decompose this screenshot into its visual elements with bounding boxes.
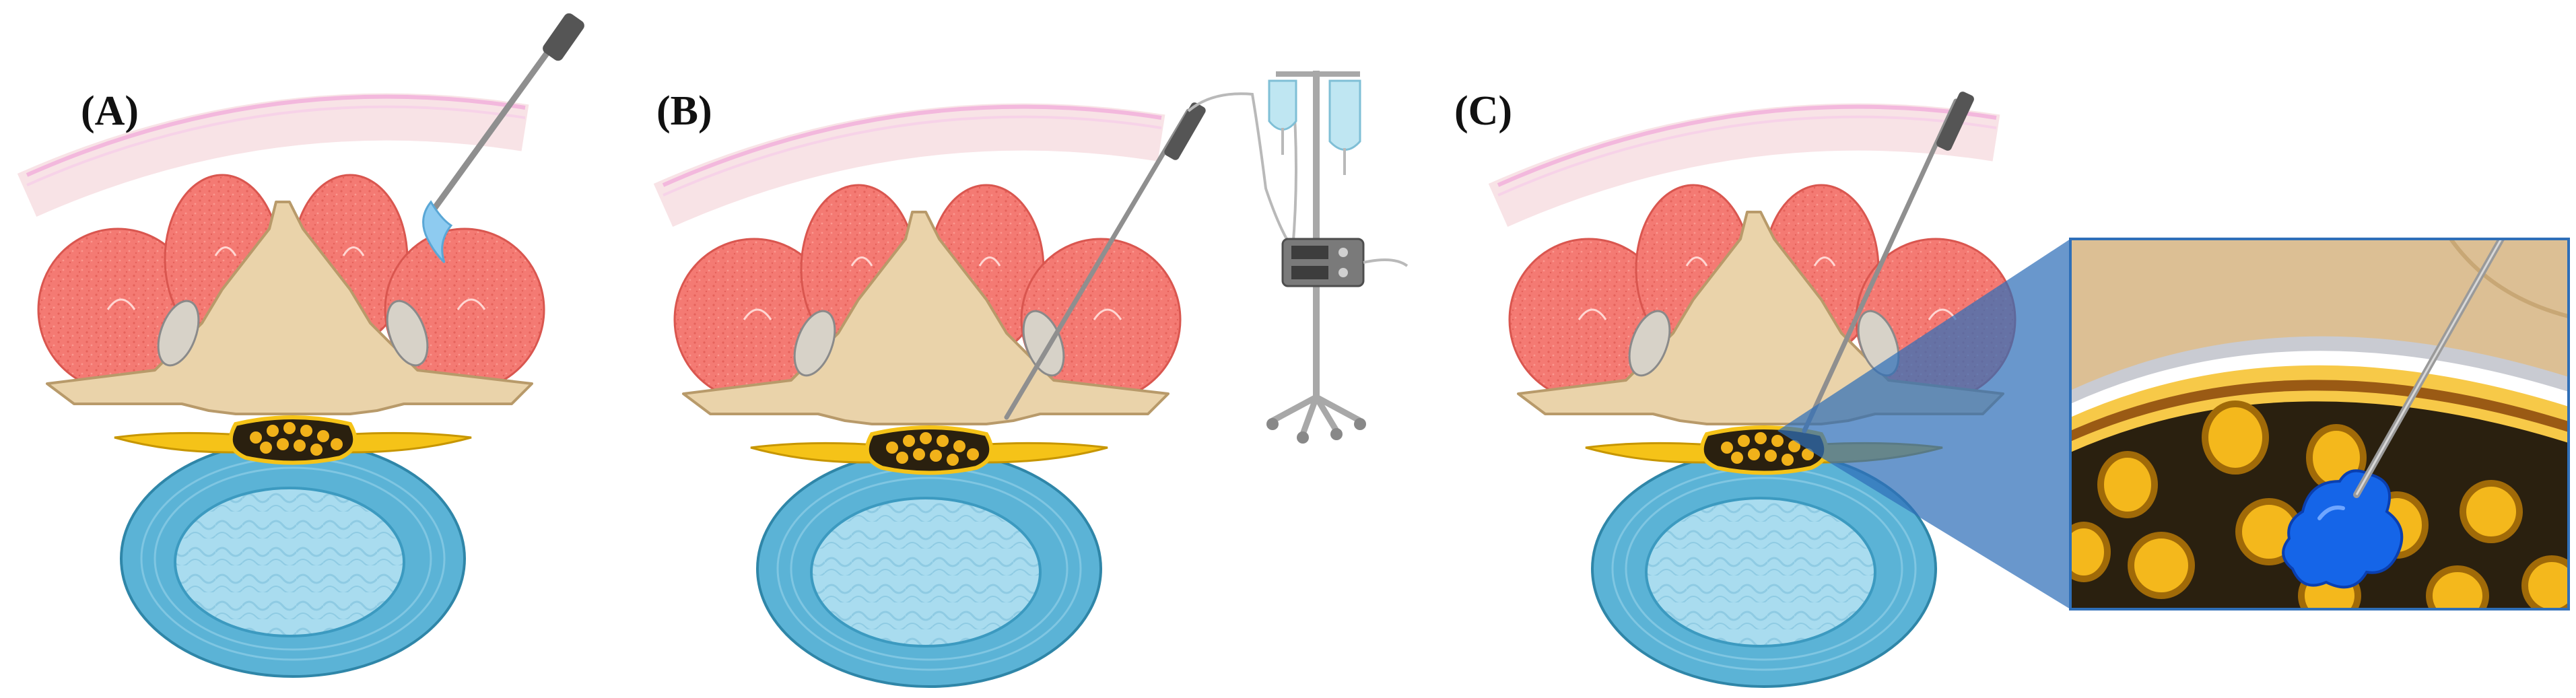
iv-bag-1 xyxy=(1268,79,1297,131)
needle-a xyxy=(431,22,570,212)
panel-a: (A) xyxy=(27,13,584,676)
needle-hub-a xyxy=(543,13,584,61)
infusion-tubing xyxy=(1187,92,1294,250)
injected-dye xyxy=(2282,469,2404,589)
injectate-a xyxy=(422,200,453,264)
zoom-wedge xyxy=(1777,239,2070,609)
spine-cross-section-a xyxy=(27,97,544,676)
panel-label-b: (B) xyxy=(656,88,712,134)
needle-c xyxy=(1802,98,1959,433)
panel-c: (C) xyxy=(1454,88,2570,687)
spine-cross-section-b xyxy=(663,107,1180,687)
panel-label-c: (C) xyxy=(1454,88,1512,134)
needle-b xyxy=(1004,108,1191,420)
needle-hub-b xyxy=(1164,102,1206,160)
iv-bag-2 xyxy=(1328,79,1361,151)
magnified-inset xyxy=(2069,238,2570,610)
iv-pole xyxy=(1266,71,1409,444)
panel-b: (B) xyxy=(656,71,1409,687)
panel-label-a: (A) xyxy=(81,88,139,134)
needle-hub-c xyxy=(1936,92,1974,151)
